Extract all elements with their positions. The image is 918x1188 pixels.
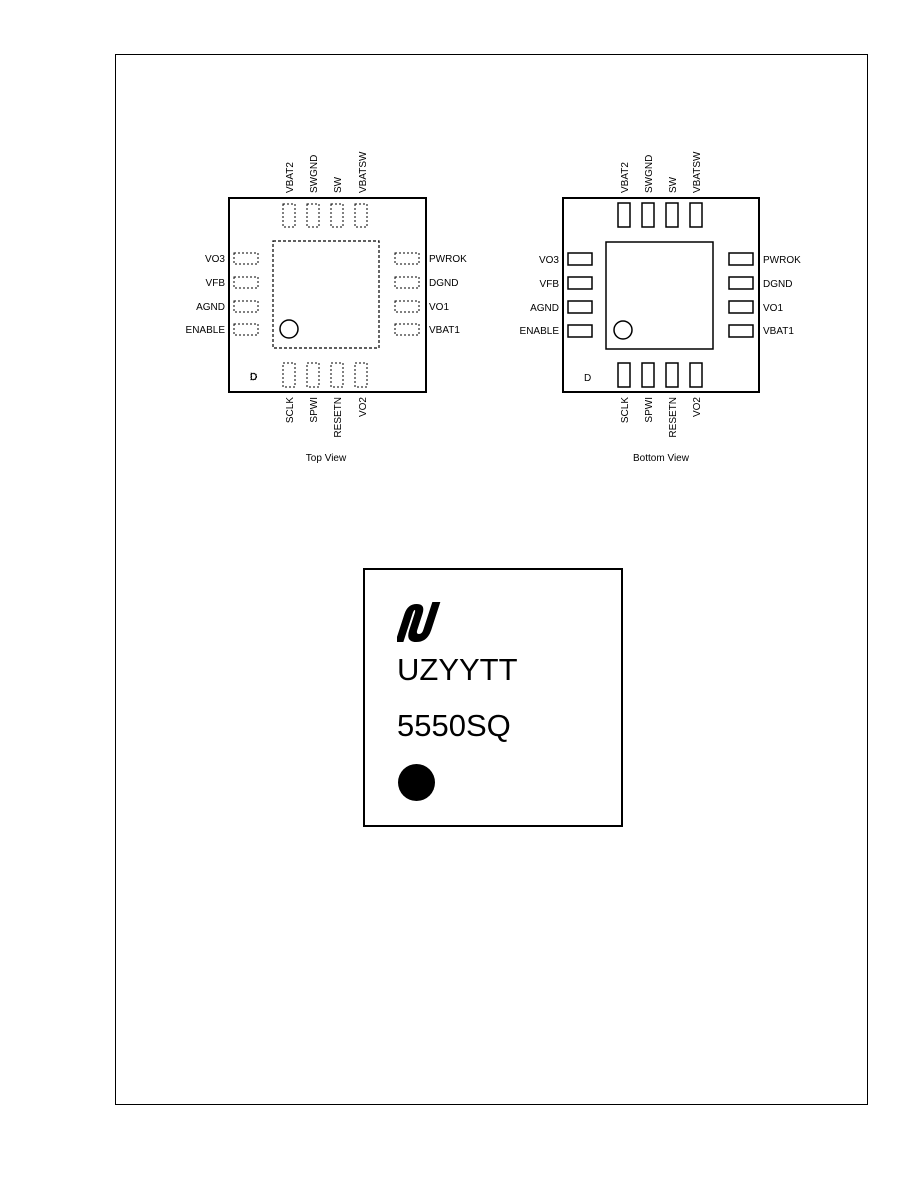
top-view-pin-label-right: VO1 (429, 302, 449, 313)
bottom-view-pin-label-right: VO1 (763, 303, 783, 314)
top-view-pad-top (330, 203, 344, 228)
top-view-diagram: VBAT2 SWGND SW VBATSW SCLK SPWI RESETN V… (186, 151, 468, 464)
national-semiconductor-logo-icon (397, 602, 441, 642)
top-view-pad-left (233, 300, 259, 313)
bottom-view-pin-label-bottom: SPWI (644, 397, 655, 423)
bottom-view-pad-left (567, 300, 593, 314)
top-view-pin-label-left: VFB (206, 278, 226, 289)
top-view-pad-top (282, 203, 296, 228)
top-view-pin-label-right: VBAT1 (429, 325, 460, 336)
bottom-view-package-outline (562, 197, 760, 393)
top-view-pad-right (394, 300, 420, 313)
top-view-package-outline (228, 197, 427, 393)
bottom-view-pad-right (728, 252, 754, 266)
bottom-view-pin-label-left: VFB (540, 279, 560, 290)
top-view-pad-bottom (330, 362, 344, 388)
top-view-pin-label-bottom: RESETN (333, 397, 344, 438)
marking-date-code: UZYYTT (397, 652, 518, 687)
bottom-view-pin-label-right: PWROK (763, 255, 801, 266)
bottom-view-pad-right (728, 324, 754, 338)
top-view-pad-bottom (306, 362, 320, 388)
top-view-pin-label-left: AGND (196, 302, 225, 313)
bottom-view-pad-right (728, 300, 754, 314)
top-view-pin-label-bottom: VO2 (358, 397, 369, 417)
bottom-view-exposed-pad (605, 241, 714, 350)
bottom-view-pad-top (641, 202, 655, 228)
top-view-pad-bottom (282, 362, 296, 388)
bottom-view-pad-left (567, 276, 593, 290)
top-view-caption: Top View (306, 453, 347, 464)
bottom-view-pad-top (689, 202, 703, 228)
top-view-pad-left (233, 323, 259, 336)
bottom-view-pin1-indicator (613, 320, 633, 340)
bottom-view-pad-bottom (689, 362, 703, 388)
top-view-pin-label-left: VO3 (205, 254, 225, 265)
bottom-view-pin-label-top: VBAT2 (620, 162, 631, 193)
top-view-pin-label-right: DGND (429, 278, 458, 289)
top-view-pin-label-right: PWROK (429, 254, 467, 265)
bottom-view-diagram: VBAT2 SWGND SW VBATSW SCLK SPWI RESETN V… (520, 151, 802, 464)
bottom-view-pad-bottom (641, 362, 655, 388)
top-view-pad-left (233, 252, 259, 265)
marking-pin1-dot (398, 764, 435, 801)
bottom-view-pad-top (665, 202, 679, 228)
bottom-view-corner-letter: D (584, 373, 591, 384)
bottom-view-pin-label-top: SWGND (644, 155, 655, 193)
bottom-view-pad-left (567, 252, 593, 266)
top-view-pad-right (394, 252, 420, 265)
top-view-pin-label-top: VBAT2 (285, 162, 296, 193)
top-view-corner-letter: D (250, 372, 257, 383)
marking-part-number: 5550SQ (397, 708, 511, 743)
top-view-pin-label-bottom: SPWI (309, 397, 320, 423)
top-view-pin-label-bottom: SCLK (285, 397, 296, 423)
top-view-pin-label-top: SWGND (309, 155, 320, 193)
bottom-view-pin-label-right: VBAT1 (763, 326, 794, 337)
top-view-pin-label-top: SW (333, 176, 344, 193)
bottom-view-pad-bottom (617, 362, 631, 388)
bottom-view-pin-label-bottom: SCLK (620, 397, 631, 423)
top-view-pad-right (394, 276, 420, 289)
top-view-pin-label-left: ENABLE (186, 325, 226, 336)
bottom-view-pin-label-left: ENABLE (520, 326, 560, 337)
top-view-pad-bottom (354, 362, 368, 388)
package-marking: UZYYTT 5550SQ (363, 568, 623, 827)
bottom-view-pad-top (617, 202, 631, 228)
bottom-view-pad-bottom (665, 362, 679, 388)
top-view-pad-top (354, 203, 368, 228)
bottom-view-pin-label-top: VBATSW (692, 151, 703, 193)
bottom-view-pin-label-left: VO3 (539, 255, 559, 266)
bottom-view-caption: Bottom View (633, 453, 690, 464)
top-view-exposed-pad (272, 240, 380, 349)
bottom-view-pad-left (567, 324, 593, 338)
bottom-view-pin-label-right: DGND (763, 279, 792, 290)
bottom-view-pad-right (728, 276, 754, 290)
top-view-pad-left (233, 276, 259, 289)
top-view-pad-top (306, 203, 320, 228)
top-view-pin1-indicator (279, 319, 299, 339)
bottom-view-pin-label-bottom: RESETN (668, 397, 679, 438)
top-view-pad-right (394, 323, 420, 336)
bottom-view-pin-label-top: SW (668, 176, 679, 193)
bottom-view-pin-label-left: AGND (530, 303, 559, 314)
page-frame (115, 54, 868, 1105)
top-view-pin-label-top: VBATSW (358, 151, 369, 193)
bottom-view-pin-label-bottom: VO2 (692, 397, 703, 417)
package-diagrams: VBAT2 SWGND SW VBATSW SCLK SPWI RESETN V… (186, 151, 802, 464)
